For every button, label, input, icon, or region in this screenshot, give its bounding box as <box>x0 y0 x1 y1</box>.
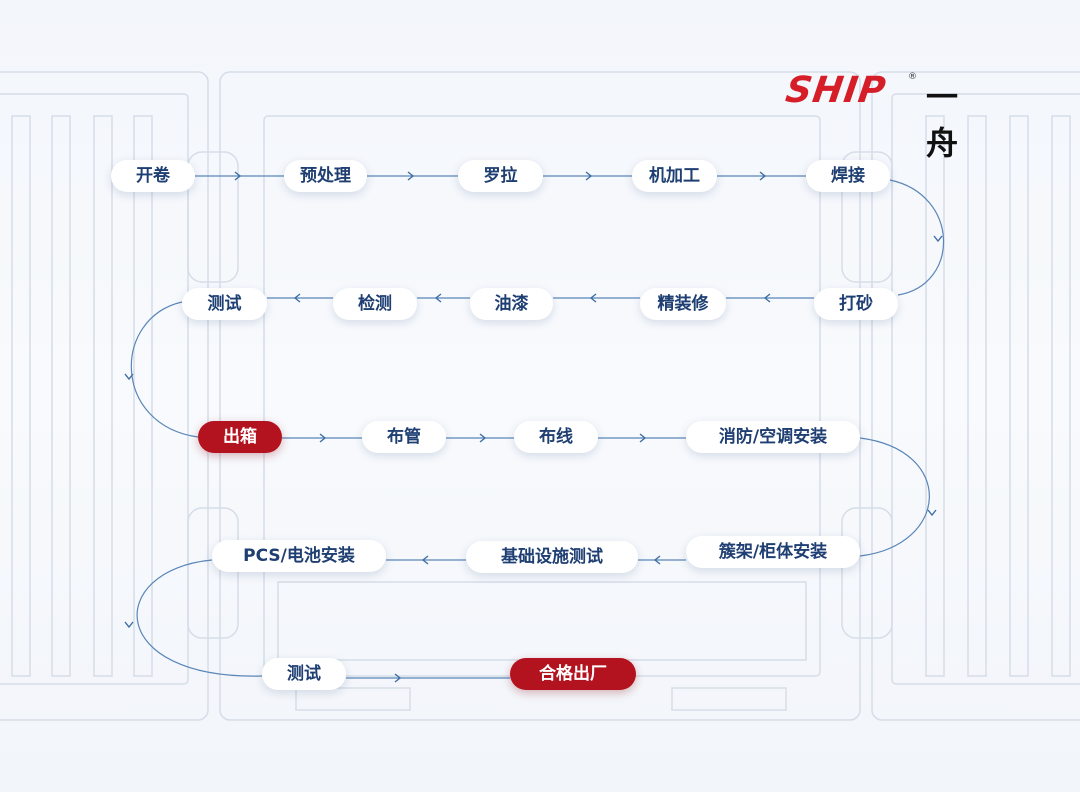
step-luola: 罗拉 <box>458 160 543 192</box>
step-xiaofang-kongtiao: 消防/空调安装 <box>686 421 860 453</box>
step-buguan: 布管 <box>362 421 446 453</box>
step-ceshi-1: 测试 <box>182 288 267 320</box>
step-ceshi-2: 测试 <box>262 658 346 690</box>
logo-chinese-name: 一舟 <box>926 78 959 162</box>
step-pcs-dianchi: PCS/电池安装 <box>212 540 386 572</box>
step-buxian: 布线 <box>514 421 598 453</box>
step-jijiagong: 机加工 <box>632 160 717 192</box>
logo-brand: SHIP <box>783 70 889 111</box>
step-yuchuli: 预处理 <box>284 160 367 192</box>
step-jiance: 检测 <box>333 288 417 320</box>
step-kaijuan: 开卷 <box>111 160 195 192</box>
step-hege-chuchang: 合格出厂 <box>510 658 636 690</box>
logo-registered-mark: ® <box>908 72 917 82</box>
step-cujia-guiti: 簇架/柜体安装 <box>686 536 860 568</box>
step-jichu-sheshi-ceshi: 基础设施测试 <box>466 541 638 573</box>
step-jingzhuangxiu: 精装修 <box>640 288 726 320</box>
step-chuxiang: 出箱 <box>198 421 282 453</box>
step-hanjie: 焊接 <box>806 160 890 192</box>
step-youqi: 油漆 <box>470 288 553 320</box>
step-dasha: 打砂 <box>814 288 898 320</box>
